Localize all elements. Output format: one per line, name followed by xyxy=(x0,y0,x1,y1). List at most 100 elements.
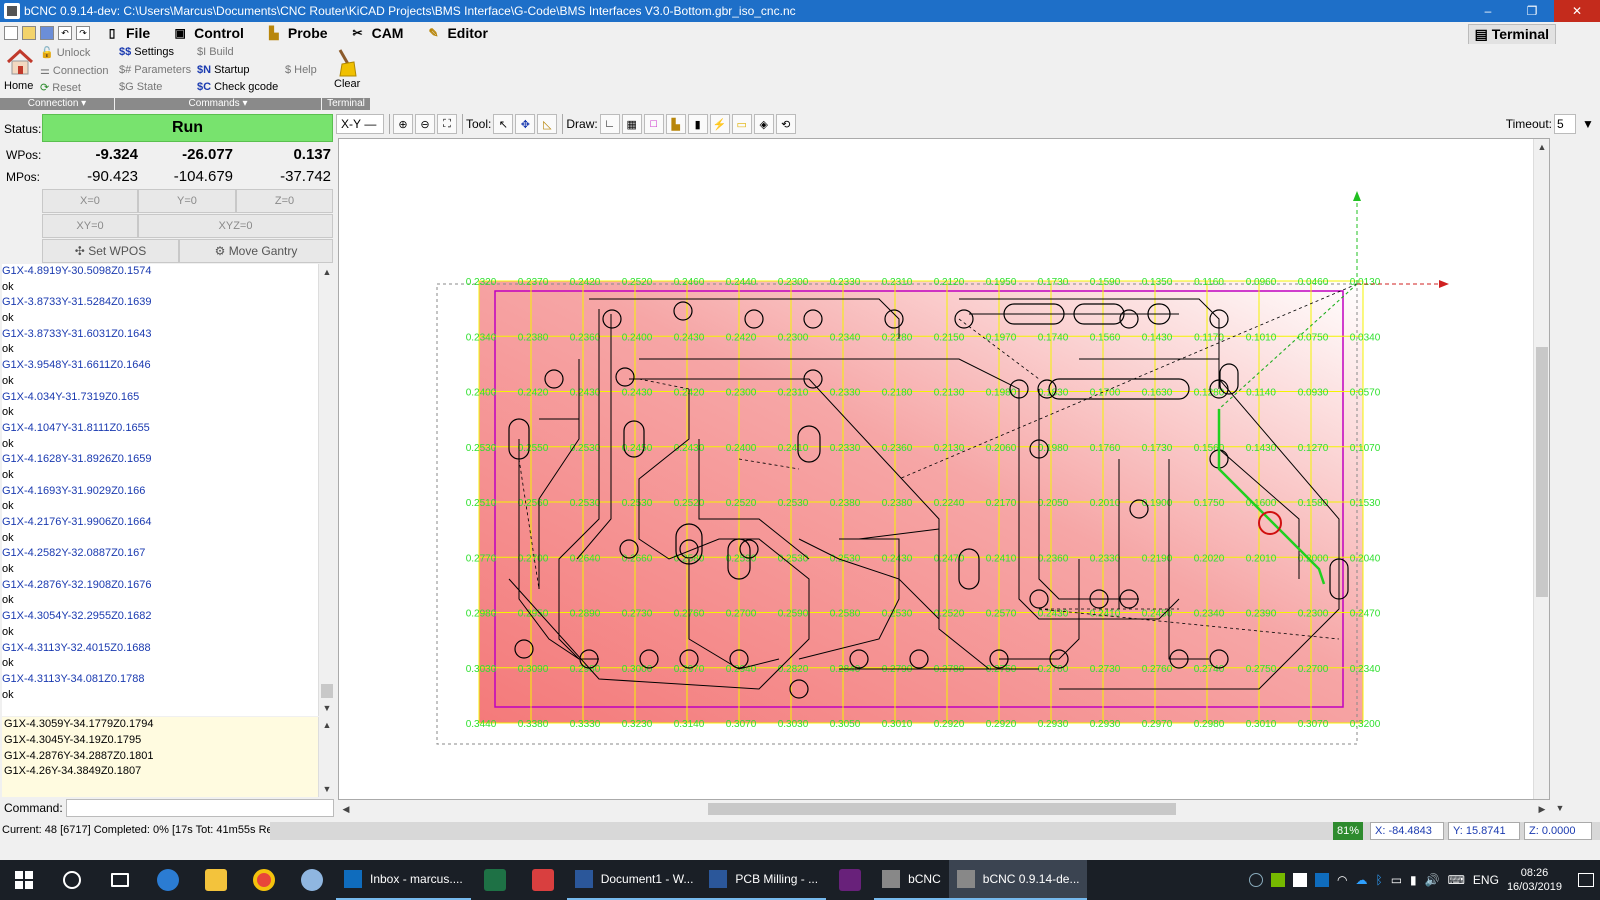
commands-group-label[interactable]: Commands ▾ xyxy=(115,98,321,110)
edge-icon[interactable] xyxy=(144,860,192,900)
language-indicator[interactable]: ENG xyxy=(1472,873,1499,887)
select-tool-icon[interactable]: ↖ xyxy=(493,114,514,134)
battery-icon[interactable]: ▮ xyxy=(1410,873,1417,887)
zero-xyz-button[interactable]: XYZ=0 xyxy=(138,214,333,238)
nvidia-icon[interactable] xyxy=(1271,873,1285,887)
workarea-icon[interactable]: ▮ xyxy=(687,114,708,134)
parameters-button[interactable]: $#Parameters xyxy=(119,64,192,76)
clock[interactable]: 08:26 16/03/2019 xyxy=(1507,866,1562,894)
maximize-button[interactable]: ❐ xyxy=(1526,4,1538,18)
taskbar-outlook[interactable]: Inbox - marcus.... xyxy=(336,860,471,900)
refresh-icon[interactable]: ⟲ xyxy=(775,114,796,134)
reset-button[interactable]: ⟳Reset xyxy=(40,81,81,95)
ruler-tool-icon[interactable]: ◺ xyxy=(537,114,558,134)
zero-x-button[interactable]: X=0 xyxy=(42,189,138,213)
queue-scrollbar[interactable]: ▲ ▼ xyxy=(318,717,334,797)
clear-button[interactable]: Clear xyxy=(334,78,361,90)
chrome-icon[interactable] xyxy=(240,860,288,900)
taskbar-bcnc[interactable]: bCNC xyxy=(874,860,949,900)
connection-group-label[interactable]: Connection ▾ xyxy=(0,98,114,110)
wpos-z[interactable]: 0.137 xyxy=(293,146,331,163)
bluetooth-icon[interactable]: ᛒ xyxy=(1375,873,1383,887)
timeout-dropdown-icon[interactable]: ▼ xyxy=(1582,117,1594,131)
undo-icon[interactable]: ↶ xyxy=(58,26,72,40)
scroll-up-icon[interactable]: ▲ xyxy=(1537,142,1547,152)
security-icon[interactable] xyxy=(1293,873,1307,887)
scroll-right-icon[interactable]: ▶ xyxy=(1538,804,1546,814)
start-button[interactable] xyxy=(0,860,48,900)
volume-icon[interactable]: 🔊 xyxy=(1424,873,1440,887)
new-file-icon[interactable] xyxy=(4,26,18,40)
paths-icon[interactable]: ▭ xyxy=(731,114,752,134)
move-gantry-button[interactable]: ⚙ Move Gantry xyxy=(179,239,333,263)
camera-icon[interactable]: ◈ xyxy=(753,114,774,134)
broom-icon[interactable] xyxy=(334,48,358,78)
wifi-icon[interactable]: ◠ xyxy=(1337,873,1348,887)
scroll-left-icon[interactable]: ◀ xyxy=(342,804,350,814)
timeout-input[interactable]: 5 xyxy=(1554,114,1576,134)
minimize-button[interactable]: – xyxy=(1484,4,1492,18)
scroll-up-icon[interactable]: ▲ xyxy=(322,267,332,277)
acrobat-icon[interactable] xyxy=(519,860,567,900)
wpos-x[interactable]: -9.324 xyxy=(95,146,138,163)
visual-studio-icon[interactable] xyxy=(826,860,874,900)
zero-y-button[interactable]: Y=0 xyxy=(138,189,236,213)
canvas-vscroll-thumb[interactable] xyxy=(1536,347,1548,597)
rapid-icon[interactable]: ⚡ xyxy=(709,114,730,134)
log-scroll-thumb[interactable] xyxy=(321,684,333,698)
file-explorer-icon[interactable] xyxy=(192,860,240,900)
zero-z-button[interactable]: Z=0 xyxy=(236,189,333,213)
tray-app-icon[interactable] xyxy=(1249,873,1263,887)
redo-icon[interactable]: ↷ xyxy=(76,26,90,40)
notifications-icon[interactable] xyxy=(1578,873,1594,887)
tab-terminal[interactable]: ▤ Terminal xyxy=(1467,24,1556,45)
set-wpos-button[interactable]: ✣ Set WPOS xyxy=(42,239,179,263)
home-icon[interactable] xyxy=(5,48,35,76)
keyboard-icon[interactable]: ⌨ xyxy=(1447,873,1465,887)
onedrive-icon[interactable]: ☁ xyxy=(1355,873,1368,887)
taskbar-bcnc-active[interactable]: bCNC 0.9.14-de... xyxy=(948,860,1088,900)
canvas-vscrollbar[interactable]: ▲ xyxy=(1533,139,1549,799)
menu-editor[interactable]: ✎Editor xyxy=(425,25,487,41)
wpos-y[interactable]: -26.077 xyxy=(182,146,233,163)
taskbar-word-document1[interactable]: Document1 - W... xyxy=(566,860,702,900)
connection-button[interactable]: ⚌Connection xyxy=(40,64,109,78)
zoom-in-icon[interactable]: ⊕ xyxy=(393,114,413,134)
unlock-button[interactable]: 🔓Unlock xyxy=(40,46,91,60)
zero-xy-button[interactable]: XY=0 xyxy=(42,214,138,238)
taskbar-word-pcb-milling[interactable]: PCB Milling - ... xyxy=(701,860,827,900)
close-button[interactable]: ✕ xyxy=(1554,0,1600,22)
zoom-fit-icon[interactable]: ⛶ xyxy=(437,114,457,134)
grid-icon[interactable]: ▦ xyxy=(621,114,642,134)
margins-icon[interactable]: □ xyxy=(643,114,664,134)
menu-cam[interactable]: ✂CAM xyxy=(350,25,404,41)
open-folder-icon[interactable] xyxy=(22,26,36,40)
help-button[interactable]: $Help xyxy=(285,64,317,76)
home-button[interactable]: Home xyxy=(4,80,34,92)
menu-control[interactable]: ▣Control xyxy=(172,25,243,41)
task-view-icon[interactable] xyxy=(96,860,144,900)
canvas-hscrollbar[interactable]: ◀ ▶ xyxy=(338,800,1550,818)
scroll-down-icon[interactable]: ▼ xyxy=(322,703,332,713)
scroll-up-icon[interactable]: ▲ xyxy=(322,720,332,730)
outlook-tray-icon[interactable] xyxy=(1315,873,1329,887)
scroll-down-icon[interactable]: ▼ xyxy=(1555,803,1565,813)
paint-icon[interactable] xyxy=(288,860,336,900)
view-select[interactable]: X-Y — xyxy=(336,114,384,134)
menu-probe[interactable]: ▙Probe xyxy=(266,25,327,41)
menu-file[interactable]: ▯File xyxy=(104,25,150,41)
log-scrollbar[interactable]: ▲ ▼ xyxy=(318,264,334,716)
settings-button[interactable]: $$Settings xyxy=(119,46,174,58)
probe-draw-icon[interactable]: ▙ xyxy=(665,114,686,134)
network-icon[interactable]: ▭ xyxy=(1390,873,1403,887)
excel-icon[interactable] xyxy=(471,860,519,900)
command-input[interactable] xyxy=(66,799,334,817)
